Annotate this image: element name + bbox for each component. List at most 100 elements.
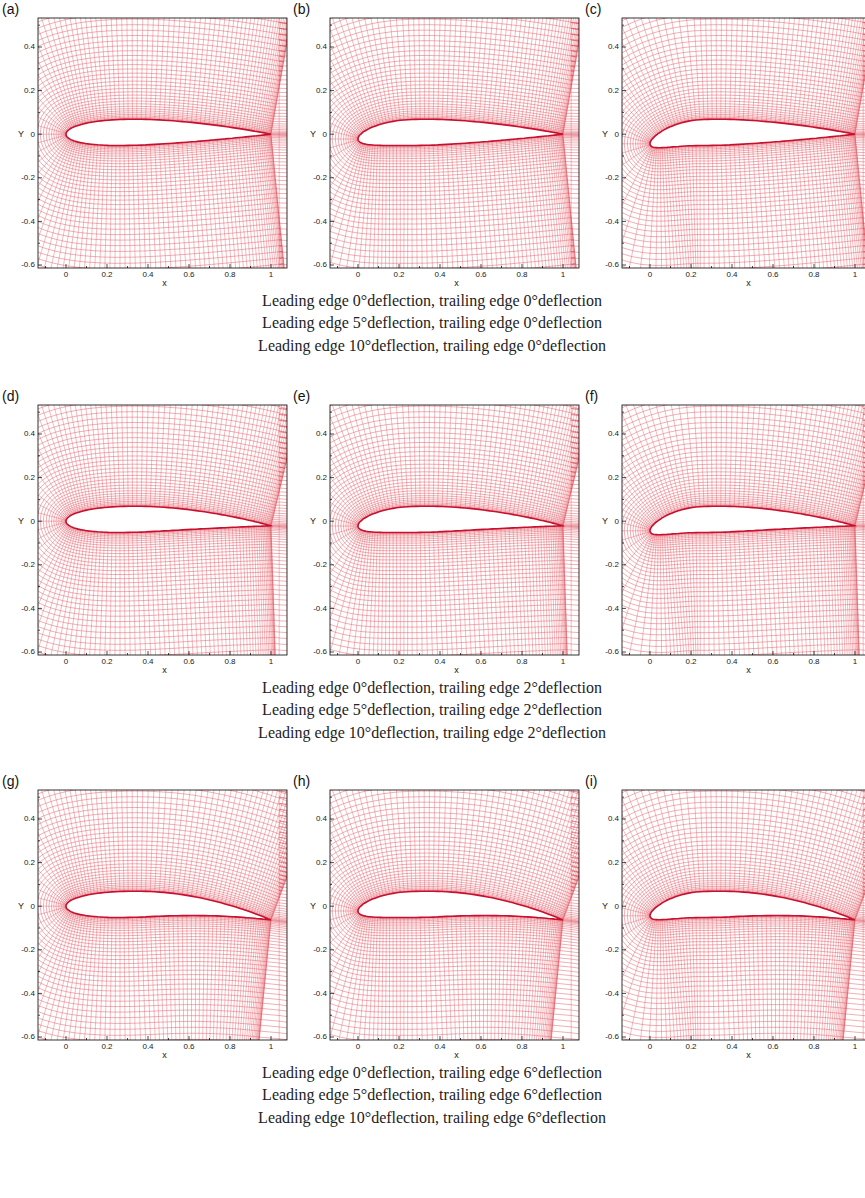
y-axis-label: Y: [310, 129, 316, 139]
y-tick-label: 0: [323, 517, 327, 526]
y-tick-label: 0.4: [316, 429, 327, 438]
x-tick-label: 0: [648, 1042, 652, 1051]
plot-frame: [622, 405, 865, 655]
x-tick-label: 0.2: [685, 1042, 696, 1051]
y-tick-label: -0.2: [21, 560, 35, 569]
y-tick-label: 0.2: [316, 473, 327, 482]
y-tick-label: -0.2: [605, 945, 619, 954]
x-tick-label: 0: [64, 657, 68, 666]
y-tick-label: -0.4: [21, 989, 35, 998]
y-tick-label: -0.4: [605, 989, 619, 998]
y-tick-label: 0.2: [608, 858, 619, 867]
x-tick-label: 0.8: [808, 270, 819, 279]
x-tick-label: 0.4: [142, 657, 153, 666]
y-tick-label: 0.2: [24, 473, 35, 482]
y-tick-label: -0.4: [313, 604, 327, 613]
airfoil-outline: [66, 119, 271, 145]
panel-letter: (a): [2, 1, 19, 17]
caption-line: Leading edge 10°deflection, trailing edg…: [258, 337, 606, 355]
x-axis-label: x: [454, 1050, 459, 1060]
x-tick-label: 0.6: [475, 1042, 486, 1051]
panel-letter: (b): [293, 1, 310, 17]
y-tick-label: 0: [615, 517, 619, 526]
x-tick-label: 0.2: [101, 657, 112, 666]
axis-ticks: [622, 797, 855, 1040]
x-tick-label: 0.6: [475, 270, 486, 279]
x-axis-label: x: [454, 278, 459, 288]
plot-frame: [330, 18, 579, 268]
y-tick-label: -0.6: [605, 1032, 619, 1041]
airfoil-outline: [66, 506, 271, 532]
x-tick-label: 0.2: [393, 1042, 404, 1051]
y-tick-label: 0.4: [316, 814, 327, 823]
x-tick-label: 0.4: [434, 270, 445, 279]
y-tick-label: 0: [615, 902, 619, 911]
x-tick-label: 0.2: [393, 270, 404, 279]
plot-frame: [622, 18, 865, 268]
y-tick-label: -0.4: [605, 217, 619, 226]
x-tick-label: 0.4: [726, 1042, 737, 1051]
airfoil-outline: [650, 119, 855, 148]
axis-ticks: [38, 412, 271, 655]
caption-line: Leading edge 0°deflection, trailing edge…: [262, 292, 602, 310]
axis-ticks: [330, 797, 563, 1040]
y-tick-label: 0: [31, 517, 35, 526]
x-tick-label: 0.2: [685, 270, 696, 279]
x-tick-label: 1: [269, 270, 273, 279]
caption-line: Leading edge 5°deflection, trailing edge…: [262, 1086, 602, 1104]
y-tick-label: 0.2: [608, 86, 619, 95]
x-tick-label: 0.6: [767, 1042, 778, 1051]
y-tick-label: 0: [323, 902, 327, 911]
y-tick-label: -0.2: [605, 560, 619, 569]
x-axis-label: x: [746, 1050, 751, 1060]
y-axis-label: Y: [18, 129, 24, 139]
y-axis-label: Y: [310, 516, 316, 526]
panel-letter: (c): [585, 1, 601, 17]
mesh-grid: [38, 790, 287, 1040]
y-tick-label: -0.6: [605, 260, 619, 269]
x-tick-label: 0.4: [142, 270, 153, 279]
x-tick-label: 0.6: [183, 1042, 194, 1051]
y-tick-label: -0.4: [21, 217, 35, 226]
plot-frame: [38, 405, 287, 655]
x-axis-label: x: [746, 278, 751, 288]
x-tick-label: 0.8: [516, 270, 527, 279]
x-tick-label: 0.8: [224, 1042, 235, 1051]
axis-ticks: [330, 25, 563, 268]
y-tick-label: -0.4: [313, 989, 327, 998]
x-tick-label: 0.6: [183, 657, 194, 666]
x-tick-label: 0: [64, 270, 68, 279]
y-tick-label: -0.6: [21, 647, 35, 656]
x-tick-label: 0.2: [101, 270, 112, 279]
y-tick-label: 0.2: [608, 473, 619, 482]
y-tick-label: 0.2: [24, 858, 35, 867]
y-tick-label: 0: [615, 130, 619, 139]
y-tick-label: 0.2: [316, 858, 327, 867]
y-tick-label: 0.2: [24, 86, 35, 95]
airfoil-outline: [358, 891, 563, 920]
y-tick-label: 0: [31, 902, 35, 911]
x-tick-label: 0: [64, 1042, 68, 1051]
caption-line: Leading edge 0°deflection, trailing edge…: [262, 679, 602, 697]
x-tick-label: 0.2: [101, 1042, 112, 1051]
x-tick-label: 0: [356, 270, 360, 279]
x-tick-label: 0: [356, 657, 360, 666]
y-tick-label: -0.2: [313, 945, 327, 954]
y-tick-label: -0.6: [313, 260, 327, 269]
y-axis-label: Y: [310, 901, 316, 911]
plot-frame: [38, 18, 287, 268]
caption-line: Leading edge 5°deflection, trailing edge…: [262, 701, 602, 719]
y-tick-label: 0: [31, 130, 35, 139]
axis-ticks: [622, 25, 855, 268]
x-tick-label: 1: [269, 1042, 273, 1051]
caption-line: Leading edge 5°deflection, trailing edge…: [262, 314, 602, 332]
plot-frame: [330, 405, 579, 655]
y-axis-label: Y: [602, 516, 608, 526]
x-tick-label: 1: [853, 657, 857, 666]
y-tick-label: -0.2: [313, 560, 327, 569]
mesh-grid: [622, 405, 865, 655]
y-axis-label: Y: [18, 901, 24, 911]
y-tick-label: 0.4: [24, 42, 35, 51]
mesh-grid: [622, 790, 865, 1040]
x-tick-label: 0.4: [726, 270, 737, 279]
